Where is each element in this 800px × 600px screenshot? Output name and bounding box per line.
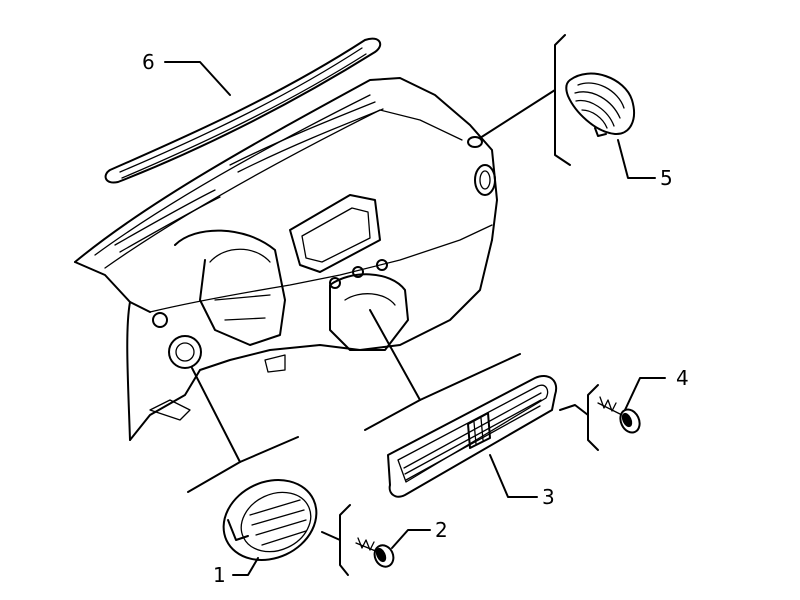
callout-6: 6 <box>142 50 155 74</box>
part-6-defroster-strip <box>104 37 382 184</box>
callout-4: 4 <box>676 366 689 390</box>
part-2-screw <box>355 537 395 568</box>
leader-lines <box>164 34 666 576</box>
part-1-round-vent <box>222 479 318 561</box>
callout-3: 3 <box>542 485 555 509</box>
callout-2: 2 <box>435 518 448 542</box>
part-4-screw <box>597 396 641 434</box>
callout-1: 1 <box>213 563 226 587</box>
part-5-side-vent-grille <box>565 72 635 137</box>
dashboard-assembly <box>74 77 498 441</box>
part-3-center-vent <box>387 375 558 498</box>
callout-5: 5 <box>660 166 673 190</box>
